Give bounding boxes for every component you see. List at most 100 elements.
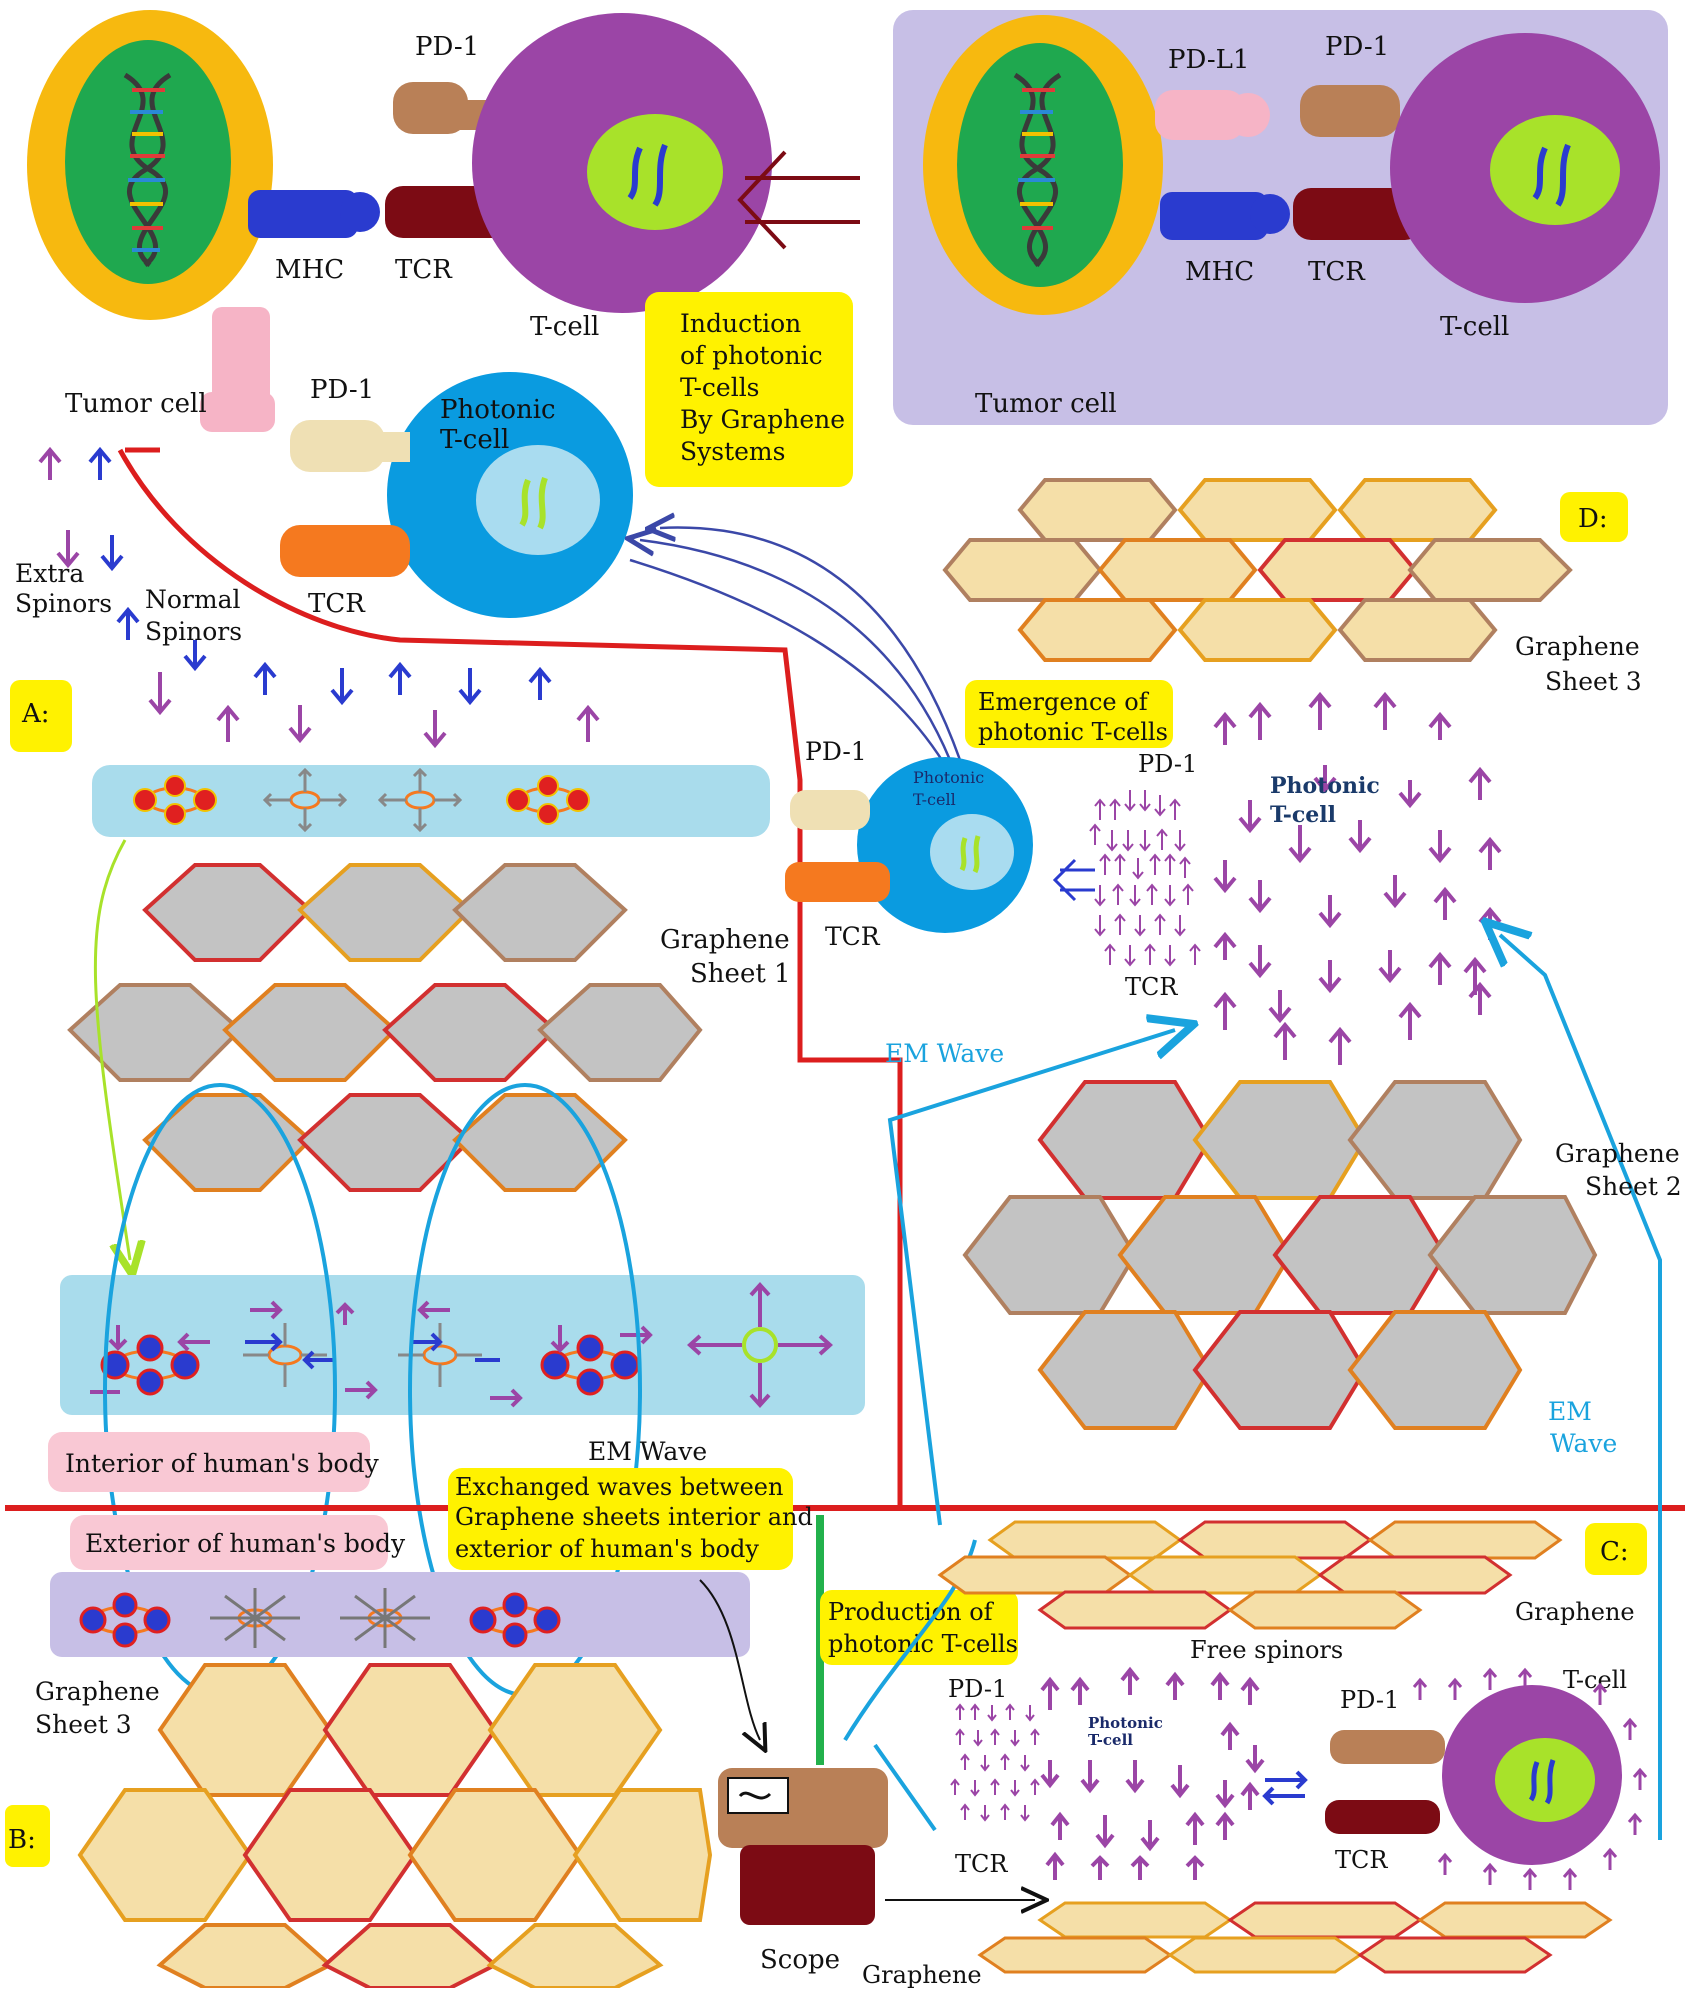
exchanged-line-1: Exchanged waves between xyxy=(455,1473,783,1501)
mhc-label-left: MHC xyxy=(275,255,344,285)
graphene-c-bottom-label: Graphene xyxy=(862,1961,982,1988)
spinor-field-c-large xyxy=(1040,1666,1265,1880)
graphene-strip-top-c xyxy=(937,1520,1563,1630)
tcr-label-c-right: TCR xyxy=(1335,1846,1388,1874)
exterior-label: Exterior of human's body xyxy=(85,1529,406,1558)
graphene-sheet2-label-2: Sheet 2 xyxy=(1585,1172,1682,1201)
emergence-box xyxy=(965,680,1173,748)
em-wave-label-center: EM Wave xyxy=(588,1437,707,1466)
induction-box xyxy=(645,292,853,487)
pd1-receptor-photonic-large xyxy=(290,420,385,472)
graphene-sheet-3-bottom xyxy=(77,1663,713,1990)
normal-spinors-label-1: Normal xyxy=(145,585,240,614)
tcr-label-right: TCR xyxy=(1308,257,1366,287)
mhc-label-right: MHC xyxy=(1185,257,1254,287)
exchanged-line-2: Graphene sheets interior and xyxy=(455,1503,813,1531)
graphene-sheet1-label-2: Sheet 1 xyxy=(690,959,791,989)
pdl1-receptor-left xyxy=(212,307,270,417)
spinor-ring-c xyxy=(1412,1667,1648,1890)
em-wave-label-right-1: EM xyxy=(1548,1397,1592,1426)
pd1-receptor-c xyxy=(1330,1730,1445,1764)
photonic-d-label-2: T-cell xyxy=(1270,802,1336,828)
graphene-sheet3-top-label-2: Sheet 3 xyxy=(1545,667,1642,696)
tcell-left xyxy=(472,13,772,313)
dna-helix-icon xyxy=(123,72,172,267)
spinor-strip-b-icons xyxy=(79,1588,561,1648)
production-line-1: Production of xyxy=(828,1598,995,1626)
tcr-label-left: TCR xyxy=(395,255,453,285)
panel-a-badge xyxy=(10,680,72,752)
double-arrow-left-icon xyxy=(737,150,860,250)
induction-line-2: of photonic xyxy=(680,341,823,370)
graphene-sheet1-label-1: Graphene xyxy=(660,925,790,955)
exchanged-line-3: exterior of human's body xyxy=(455,1535,759,1563)
induction-arrows xyxy=(630,528,962,766)
exchanged-box xyxy=(448,1468,793,1570)
spinor-strip-lower-icons xyxy=(90,1282,833,1408)
tcr-label-photonic-d: TCR xyxy=(1125,973,1178,1001)
panel-a-label: A: xyxy=(21,699,50,729)
pd1-label-photonic-d: PD-1 xyxy=(1138,750,1197,778)
panel-c-label: C: xyxy=(1600,1537,1629,1567)
spinor-strip-a-icons xyxy=(133,767,590,833)
mhc-receptor-right xyxy=(1160,192,1268,240)
tcr-label-c-left: TCR xyxy=(955,1850,1008,1878)
photonic-tcell-large-label-1: Photonic xyxy=(440,395,556,425)
photonic-c-label-2: T-cell xyxy=(1088,1731,1133,1749)
induction-line-3: T-cells xyxy=(680,373,760,402)
mhc-receptor-left xyxy=(248,190,358,238)
tcell-label-right: T-cell xyxy=(1440,312,1509,342)
pd1-label-right: PD-1 xyxy=(1325,32,1389,62)
pdl1-receptor-right xyxy=(1155,90,1245,140)
panel-b-badge xyxy=(5,1805,50,1867)
exterior-label-box xyxy=(70,1515,388,1570)
photonic-c-label-1: Photonic xyxy=(1088,1714,1163,1732)
lime-flow-arrow xyxy=(93,839,130,1260)
normal-spinors-label-2: Spinors xyxy=(145,617,242,646)
panel-c-badge xyxy=(1585,1523,1647,1575)
swap-arrows-c-icon xyxy=(1262,1770,1308,1806)
graphene-strip-bottom-c xyxy=(977,1901,1613,1974)
pd1-label-c-left: PD-1 xyxy=(948,1675,1007,1703)
pdl1-label-right: PD-L1 xyxy=(1168,45,1249,75)
spinor-field-c xyxy=(950,1703,1040,1822)
spinor-arrows-top xyxy=(38,446,600,749)
graphene-sheet3-top-label-1: Graphene xyxy=(1515,632,1640,661)
tumor-cell-label-right: Tumor cell xyxy=(975,389,1117,419)
spinor-field-d xyxy=(1213,691,1502,1065)
photonic-mid-label-2: T-cell xyxy=(913,790,956,809)
photonic-d-label-1: Photonic xyxy=(1270,773,1380,799)
em-wave-arrow-right xyxy=(1500,935,1662,1840)
double-arrow-mid-icon xyxy=(1052,858,1095,902)
photonic-tcell-large xyxy=(387,372,633,618)
tcr-receptor-c xyxy=(1325,1800,1440,1834)
graphene-sheet2-label-1: Graphene xyxy=(1555,1139,1680,1168)
pd1-label-c-right: PD-1 xyxy=(1340,1686,1399,1714)
pd1-label-photonic-large: PD-1 xyxy=(310,375,374,405)
interior-label-box xyxy=(48,1432,370,1492)
feedback-path-red xyxy=(117,448,903,1510)
em-wave-arrow-d xyxy=(887,1030,1175,1526)
tcell-c xyxy=(1442,1685,1622,1865)
tcr-receptor-photonic-large xyxy=(280,525,410,577)
scope-label: Scope xyxy=(760,1945,840,1975)
pd1-receptor-photonic-mid xyxy=(790,790,870,830)
panel-b-label: B: xyxy=(8,1825,36,1855)
induction-line-5: Systems xyxy=(680,437,785,466)
graphene-sheet-2 xyxy=(962,1080,1598,1430)
interior-label: Interior of human's body xyxy=(65,1449,380,1478)
graphene-sheet-3-top xyxy=(942,478,1573,662)
tcr-label-photonic-mid: TCR xyxy=(825,922,881,951)
dna-helix-right-icon xyxy=(1013,72,1062,267)
tcr-receptor-right xyxy=(1293,188,1423,240)
graphene-c-top-label: Graphene xyxy=(1515,1598,1635,1626)
photonic-tcell-large-label-2: T-cell xyxy=(440,425,509,455)
production-box xyxy=(820,1590,1018,1665)
induction-line-4: By Graphene xyxy=(680,405,845,434)
scope-device xyxy=(699,1579,888,1925)
graphene-sheet-1 xyxy=(67,863,703,1192)
induction-line-1: Induction xyxy=(680,309,801,338)
extra-spinors-label-1: Extra xyxy=(15,559,84,588)
